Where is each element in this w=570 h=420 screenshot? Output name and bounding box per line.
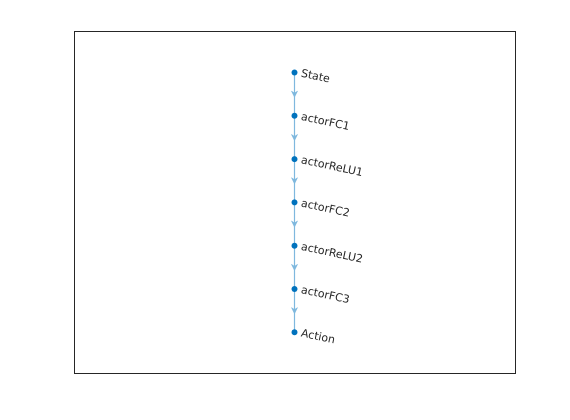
edge-arrowhead-5 (291, 307, 298, 314)
edge-arrowhead-4 (291, 264, 298, 271)
edge-arrowhead-1 (291, 134, 298, 141)
node-5 (291, 286, 298, 292)
node-6 (291, 329, 298, 336)
edge-arrowhead-0 (291, 90, 298, 98)
nodes-layer (291, 69, 298, 336)
edges-layer (291, 72, 298, 333)
edge-arrowhead-2 (291, 177, 298, 185)
node-4 (291, 242, 298, 249)
edge-arrowhead-3 (291, 220, 298, 228)
node-1 (291, 112, 298, 119)
node-2 (291, 156, 298, 163)
node-0 (291, 69, 298, 76)
node-3 (291, 199, 298, 206)
node-label-0: State (300, 67, 331, 86)
